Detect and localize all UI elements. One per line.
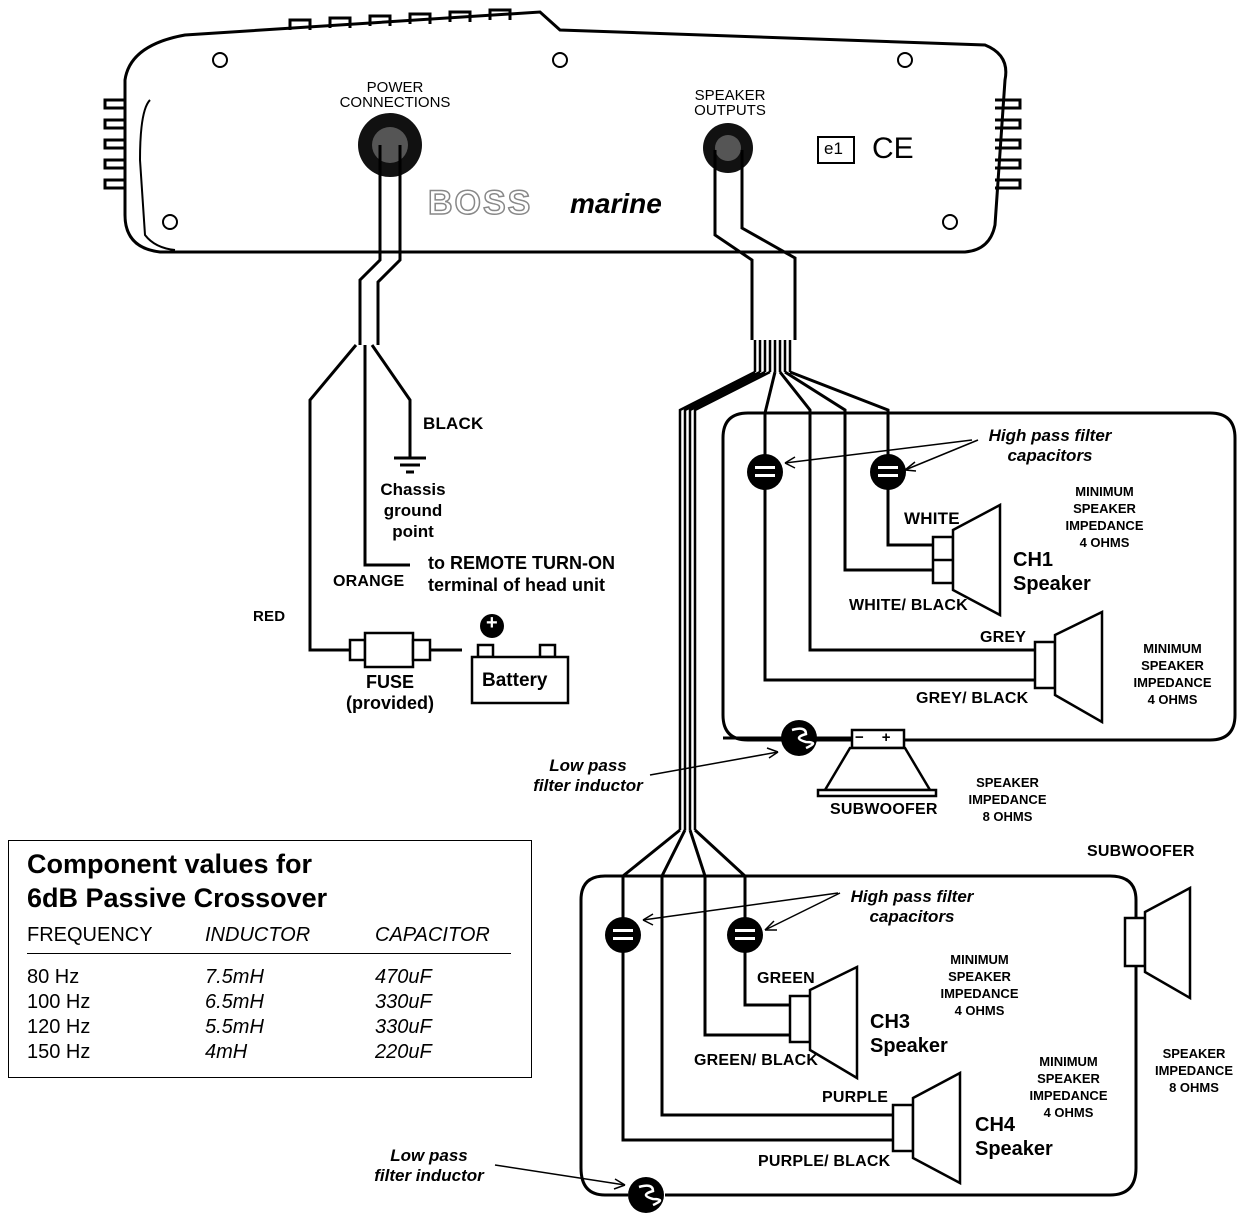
header-inductor: INDUCTOR <box>205 924 311 946</box>
cert-ce: CE <box>872 132 914 165</box>
purple-black-wire-label: PURPLE/ BLACK <box>758 1153 891 1170</box>
table-cell: 330uF <box>375 991 432 1013</box>
upper-subwoofer-label: SUBWOOFER <box>830 801 938 818</box>
upper-hp-capacitors <box>747 454 906 490</box>
ch1-speaker <box>931 502 1002 618</box>
lower-subwoofer-label: SUBWOOFER <box>1087 843 1195 860</box>
amplifier-body <box>103 8 1022 254</box>
power-cable <box>308 145 462 652</box>
upper-arrows <box>649 439 979 776</box>
black-wire-label: BLACK <box>423 414 484 433</box>
brand-suffix: marine <box>570 188 662 219</box>
header-capacitor: CAPACITOR <box>375 924 490 946</box>
white-wire-label: WHITE <box>904 509 960 528</box>
purple-wire-label: PURPLE <box>822 1089 889 1106</box>
battery-label: Battery <box>482 670 548 691</box>
lower-box <box>579 828 1138 1197</box>
grey-black-wire-label: GREY/ BLACK <box>916 690 1029 707</box>
upper-box <box>721 370 1237 742</box>
header-frequency: FREQUENCY <box>27 924 153 946</box>
table-cell: 150 Hz <box>27 1041 91 1063</box>
lower-arrows <box>494 892 841 1190</box>
battery-plus-icon: + <box>486 612 498 634</box>
table-rule <box>27 953 511 954</box>
ch3-speaker <box>788 964 859 1081</box>
lower-lp-inductor <box>628 1177 664 1213</box>
battery <box>470 643 570 705</box>
green-black-wire-label: GREEN/ BLACK <box>694 1052 819 1069</box>
green-wire-label: GREEN <box>757 970 815 987</box>
table-cell: 6.5mH <box>205 991 264 1013</box>
ch4-speaker <box>891 1070 962 1186</box>
cert-e1: e1 <box>824 139 843 158</box>
orange-wire-label: ORANGE <box>333 573 405 590</box>
table-cell: 100 Hz <box>27 991 91 1013</box>
fuse <box>348 631 432 669</box>
table-cell: 470uF <box>375 966 432 988</box>
upper-sub-polarity: −+ <box>855 729 909 746</box>
table-cell: 220uF <box>375 1041 432 1063</box>
table-cell: 5.5mH <box>205 1016 264 1038</box>
brand-logo: BOSS <box>427 183 533 223</box>
upper-subwoofer <box>816 728 938 798</box>
red-wire-label: RED <box>253 608 286 625</box>
ch2-speaker <box>1033 609 1104 725</box>
table-cell: 120 Hz <box>27 1016 91 1038</box>
table-cell: 7.5mH <box>205 966 264 988</box>
inductor-column: 7.5mH 6.5mH 5.5mH 4mH <box>205 965 264 1065</box>
upper-lp-inductor <box>781 720 817 756</box>
table-cell: 80 Hz <box>27 966 80 988</box>
lower-hp-capacitors <box>605 917 763 953</box>
lower-subwoofer <box>1123 885 1192 1001</box>
grey-wire-label: GREY <box>980 629 1027 646</box>
frequency-column: 80 Hz 100 Hz 120 Hz 150 Hz <box>27 965 90 1065</box>
table-cell: 330uF <box>375 1016 432 1038</box>
capacitor-column: 470uF 330uF 330uF 220uF <box>375 965 432 1065</box>
table-cell: 4mH <box>205 1041 248 1063</box>
white-black-wire-label: WHITE/ BLACK <box>849 597 968 614</box>
fuse-label: FUSE(provided) <box>346 672 434 713</box>
speaker-cable <box>678 150 797 830</box>
